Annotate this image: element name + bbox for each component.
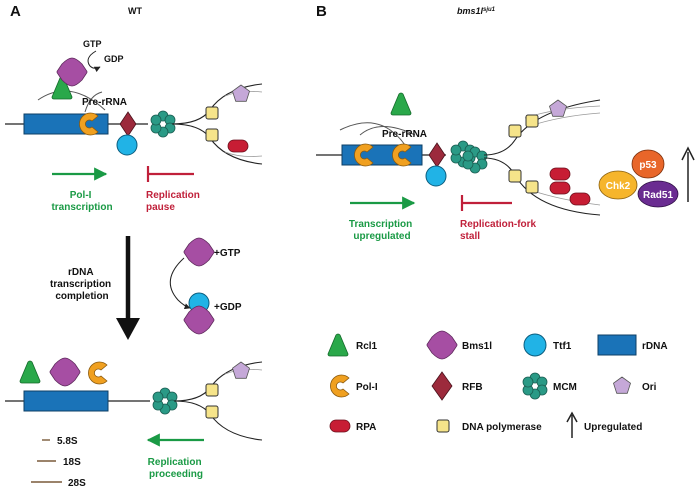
rpa-icon: [549, 181, 571, 195]
rad51-badge: [637, 180, 679, 208]
legend-rpa-icon: [329, 419, 351, 433]
rpa-icon: [227, 139, 249, 153]
dna-polymerase-icon: [205, 106, 219, 120]
legend-label: Upregulated: [584, 422, 642, 433]
legend-label: Ttf1: [553, 341, 572, 352]
legend-label: RFB: [462, 382, 483, 393]
pol-i-transcription-label: Pol-I transcription: [51, 190, 112, 213]
legend: Rcl1 Bms1l Ttf1 rDNA Pol-I RFB MCM Ori R…: [327, 330, 668, 438]
dna-polymerase-icon: [525, 180, 539, 194]
panel-a-title: WT: [128, 6, 142, 16]
legend-label: Rcl1: [356, 341, 378, 352]
dna-polymerase-icon: [508, 169, 522, 183]
legend-label: MCM: [553, 382, 577, 393]
panel-a: A WT GTP GDP Pre-rRNA Pol-I transcrip: [5, 3, 263, 489]
legend-label: Pol-I: [356, 382, 378, 393]
replication-pause-label: Replication pause: [146, 190, 203, 213]
legend-dna-polymerase-icon: [436, 419, 450, 433]
pol-i-icon: [88, 361, 108, 385]
dna-polymerase-icon: [525, 114, 539, 128]
pre-rrna-transcript-short: [84, 91, 103, 113]
ori-icon: [549, 99, 567, 117]
pre-rrna-transcript-short: [359, 126, 416, 136]
rdna-block: [23, 390, 109, 412]
rfb-icon: [428, 142, 446, 168]
ori-icon: [232, 84, 250, 102]
p53-label: p53: [639, 160, 657, 171]
legend-label: RPA: [356, 422, 376, 433]
bms1l-icon: [49, 357, 81, 387]
legend-mcm-icon: [522, 372, 548, 400]
upregulated-arrow-icon: [681, 146, 695, 161]
pre-rrna-label: Pre-rRNA: [382, 129, 427, 140]
chk2-label: Chk2: [606, 181, 631, 192]
fork-lower-strand: [483, 157, 601, 216]
legend-bms1l-icon: [426, 330, 458, 360]
ttf1-icon: [116, 134, 138, 156]
completion-label: rDNA transcription completion: [50, 267, 114, 302]
legend-label: Bms1l: [462, 341, 492, 352]
legend-label: Ori: [642, 382, 657, 393]
rrna-size-label: 5.8S: [57, 436, 78, 447]
fork-upper-strand: [483, 99, 601, 156]
legend-ttf1-icon: [523, 333, 547, 357]
rcl1-icon: [19, 360, 41, 384]
mcm-icon: [150, 110, 176, 138]
legend-ori-icon: [613, 376, 631, 394]
bms1l-icon: [183, 237, 215, 267]
plus-gtp-label: +GTP: [214, 248, 241, 259]
gtp-hydrolysis-arrow: [87, 50, 101, 73]
rrna-size-label: 18S: [63, 457, 81, 468]
gdp-label: GDP: [104, 54, 124, 64]
pre-rrna-transcript: [339, 122, 406, 146]
legend-pol-i-icon: [330, 374, 350, 398]
pre-rrna-label: Pre-rRNA: [82, 97, 127, 108]
legend-label: DNA polymerase: [462, 422, 542, 433]
p53-badge: [631, 149, 665, 179]
ttf1-icon: [425, 165, 447, 187]
legend-label: rDNA: [642, 341, 668, 352]
dna-polymerase-icon: [205, 128, 219, 142]
dna-polymerase-icon: [508, 124, 522, 138]
pre-rrna-transcript: [37, 90, 106, 111]
legend-rcl1-icon: [327, 333, 349, 357]
mcm-icon: [152, 387, 178, 415]
panel-b: B bms1lsju1 Pre-rRNA Chk2 p53 Rad51: [316, 3, 695, 242]
gtp-label: GTP: [83, 39, 102, 49]
rrna-size-label: 28S: [68, 478, 86, 489]
rpa-icon: [549, 167, 571, 181]
plus-gdp-label: +GDP: [214, 302, 242, 313]
fork-lower-nascent: [224, 151, 263, 157]
exchange-arrow: [169, 257, 191, 310]
legend-rdna-icon: [597, 334, 637, 356]
replication-proceeding-label: Replication proceeding: [148, 457, 205, 480]
dna-polymerase-icon: [205, 383, 219, 397]
bms1l-icon: [183, 305, 215, 335]
legend-rfb-icon: [431, 371, 453, 401]
transcription-upregulated-label: Transcription upregulated: [349, 219, 415, 242]
fork-stall-label: Replication-fork stall: [460, 219, 539, 242]
panel-b-title: bms1lsju1: [457, 6, 496, 16]
rcl1-icon: [390, 92, 412, 116]
chk2-badge: [598, 170, 638, 200]
legend-up-arrow-icon: [566, 411, 578, 423]
panel-b-letter: B: [316, 3, 327, 20]
fork-upper-nascent: [529, 112, 601, 127]
dna-polymerase-icon: [205, 405, 219, 419]
panel-a-letter: A: [10, 3, 21, 20]
rfb-icon: [119, 111, 137, 137]
rpa-icon: [569, 192, 591, 206]
completion-arrow-head: [116, 318, 140, 340]
rad51-label: Rad51: [643, 190, 673, 201]
